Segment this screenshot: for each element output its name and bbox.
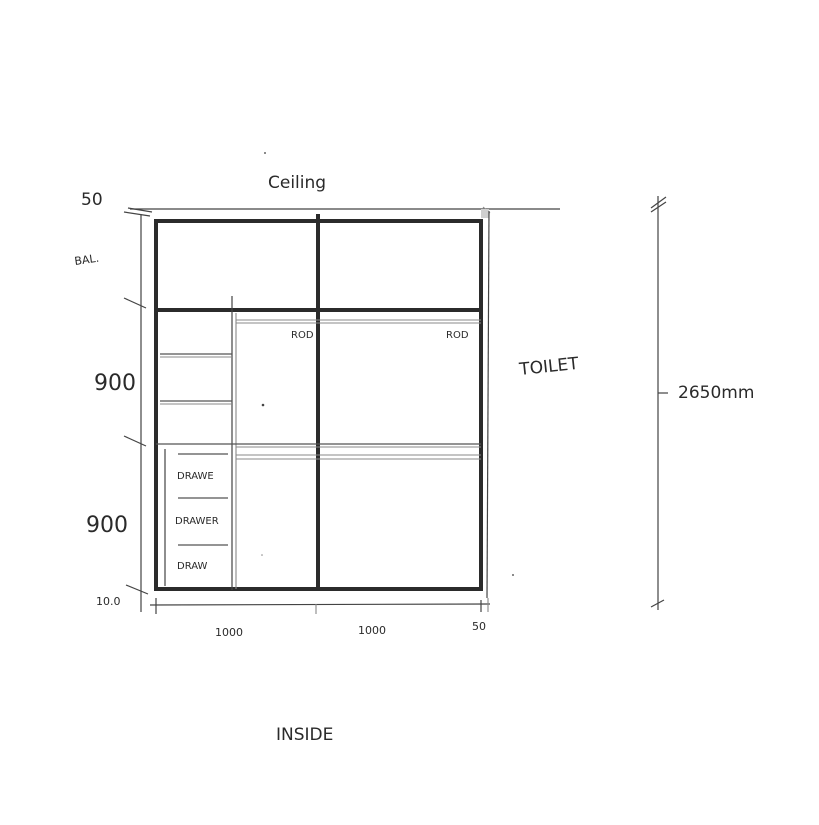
left-width-label: 1000 <box>215 626 243 639</box>
overall-height-tick-top <box>650 196 667 209</box>
pencil-dot-2 <box>264 152 266 154</box>
bal-label: BAL. <box>74 252 100 268</box>
top-gap-label: 50 <box>81 190 103 210</box>
left-dim-tick-2 <box>123 435 147 447</box>
total-height-label: 2650mm <box>678 383 754 403</box>
outer-right-thin <box>486 210 490 599</box>
inside-label: INSIDE <box>276 725 333 745</box>
right-width-label: 1000 <box>358 624 386 637</box>
upper-height-label: 900 <box>94 371 136 396</box>
ceiling-tick <box>123 211 151 217</box>
rod-label-right: ROD <box>446 330 469 341</box>
lower-height-label: 900 <box>86 513 128 538</box>
drawer-label-3: DRAW <box>177 561 208 572</box>
ceiling-corner-mark <box>481 209 489 218</box>
ceiling-label: Ceiling <box>268 173 326 193</box>
drawer-label-2: DRAWER <box>175 516 219 527</box>
ceiling-tick-2 <box>127 207 153 213</box>
overall-height-tick-top-2 <box>650 201 667 213</box>
left-dim-tick-1 <box>123 297 147 309</box>
left-dim-tick-3 <box>125 584 149 595</box>
drawer-label-1: DRAWE <box>177 471 214 482</box>
pencil-dot-3 <box>512 574 514 576</box>
toilet-label: TOILET <box>517 354 580 380</box>
right-gap-label: 50 <box>472 620 486 633</box>
base-height-label: 10.0 <box>96 595 121 608</box>
pencil-dot <box>261 403 265 407</box>
pencil-dot-4 <box>261 554 263 556</box>
overall-height-tick-bottom <box>650 599 665 608</box>
bottom-dim-line <box>149 603 491 606</box>
rod-label-left: ROD <box>291 330 314 341</box>
